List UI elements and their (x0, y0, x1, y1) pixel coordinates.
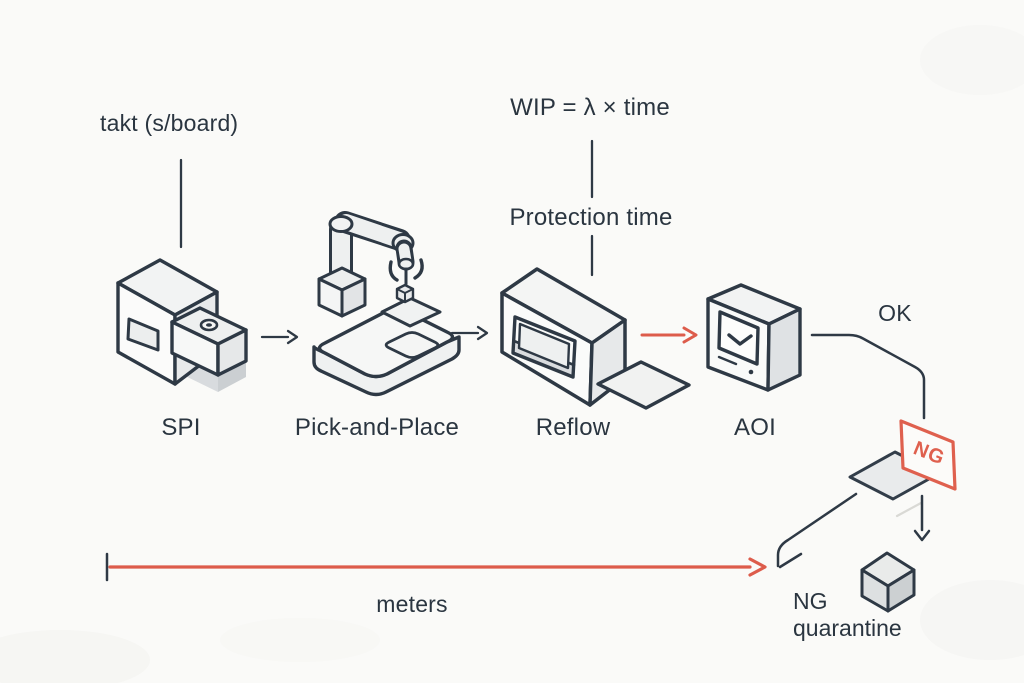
meters-label: meters (376, 591, 448, 617)
ok-label: OK (878, 300, 912, 326)
aoi-machine-icon (706, 283, 802, 392)
branch-diagonal-line (776, 492, 858, 569)
takt-label: takt (s/board) (100, 110, 239, 136)
ok-path (810, 333, 926, 420)
protection-time-label: Protection time (509, 204, 673, 231)
stage-label-reflow: Reflow (535, 414, 611, 441)
stage-label-pick-and-place: Pick-and-Place (294, 414, 460, 441)
wip-formula-label: WIP = λ × time (510, 94, 670, 121)
ng-quarantine-line1: NG (793, 588, 828, 614)
arrow-pnp-to-reflow (450, 325, 489, 341)
ng-quarantine-label: NG quarantine (793, 588, 902, 642)
swoosh-line (895, 501, 923, 518)
arrow-reflow-to-aoi (640, 326, 698, 344)
pick-and-place-icon (312, 211, 461, 397)
arrow-ng-down (913, 494, 931, 542)
meters-arrow (105, 552, 767, 582)
paper-texture (0, 25, 1024, 683)
ng-quarantine-line2: quarantine (793, 615, 902, 641)
reflow-oven-icon (500, 267, 691, 410)
ng-flag-icon (899, 419, 957, 491)
arrow-spi-to-pnp (260, 329, 299, 345)
spi-machine-icon (116, 258, 248, 392)
quarantine-cube-icon (860, 551, 916, 613)
stage-label-spi: SPI (161, 414, 201, 441)
stage-label-aoi: AOI (734, 414, 776, 441)
